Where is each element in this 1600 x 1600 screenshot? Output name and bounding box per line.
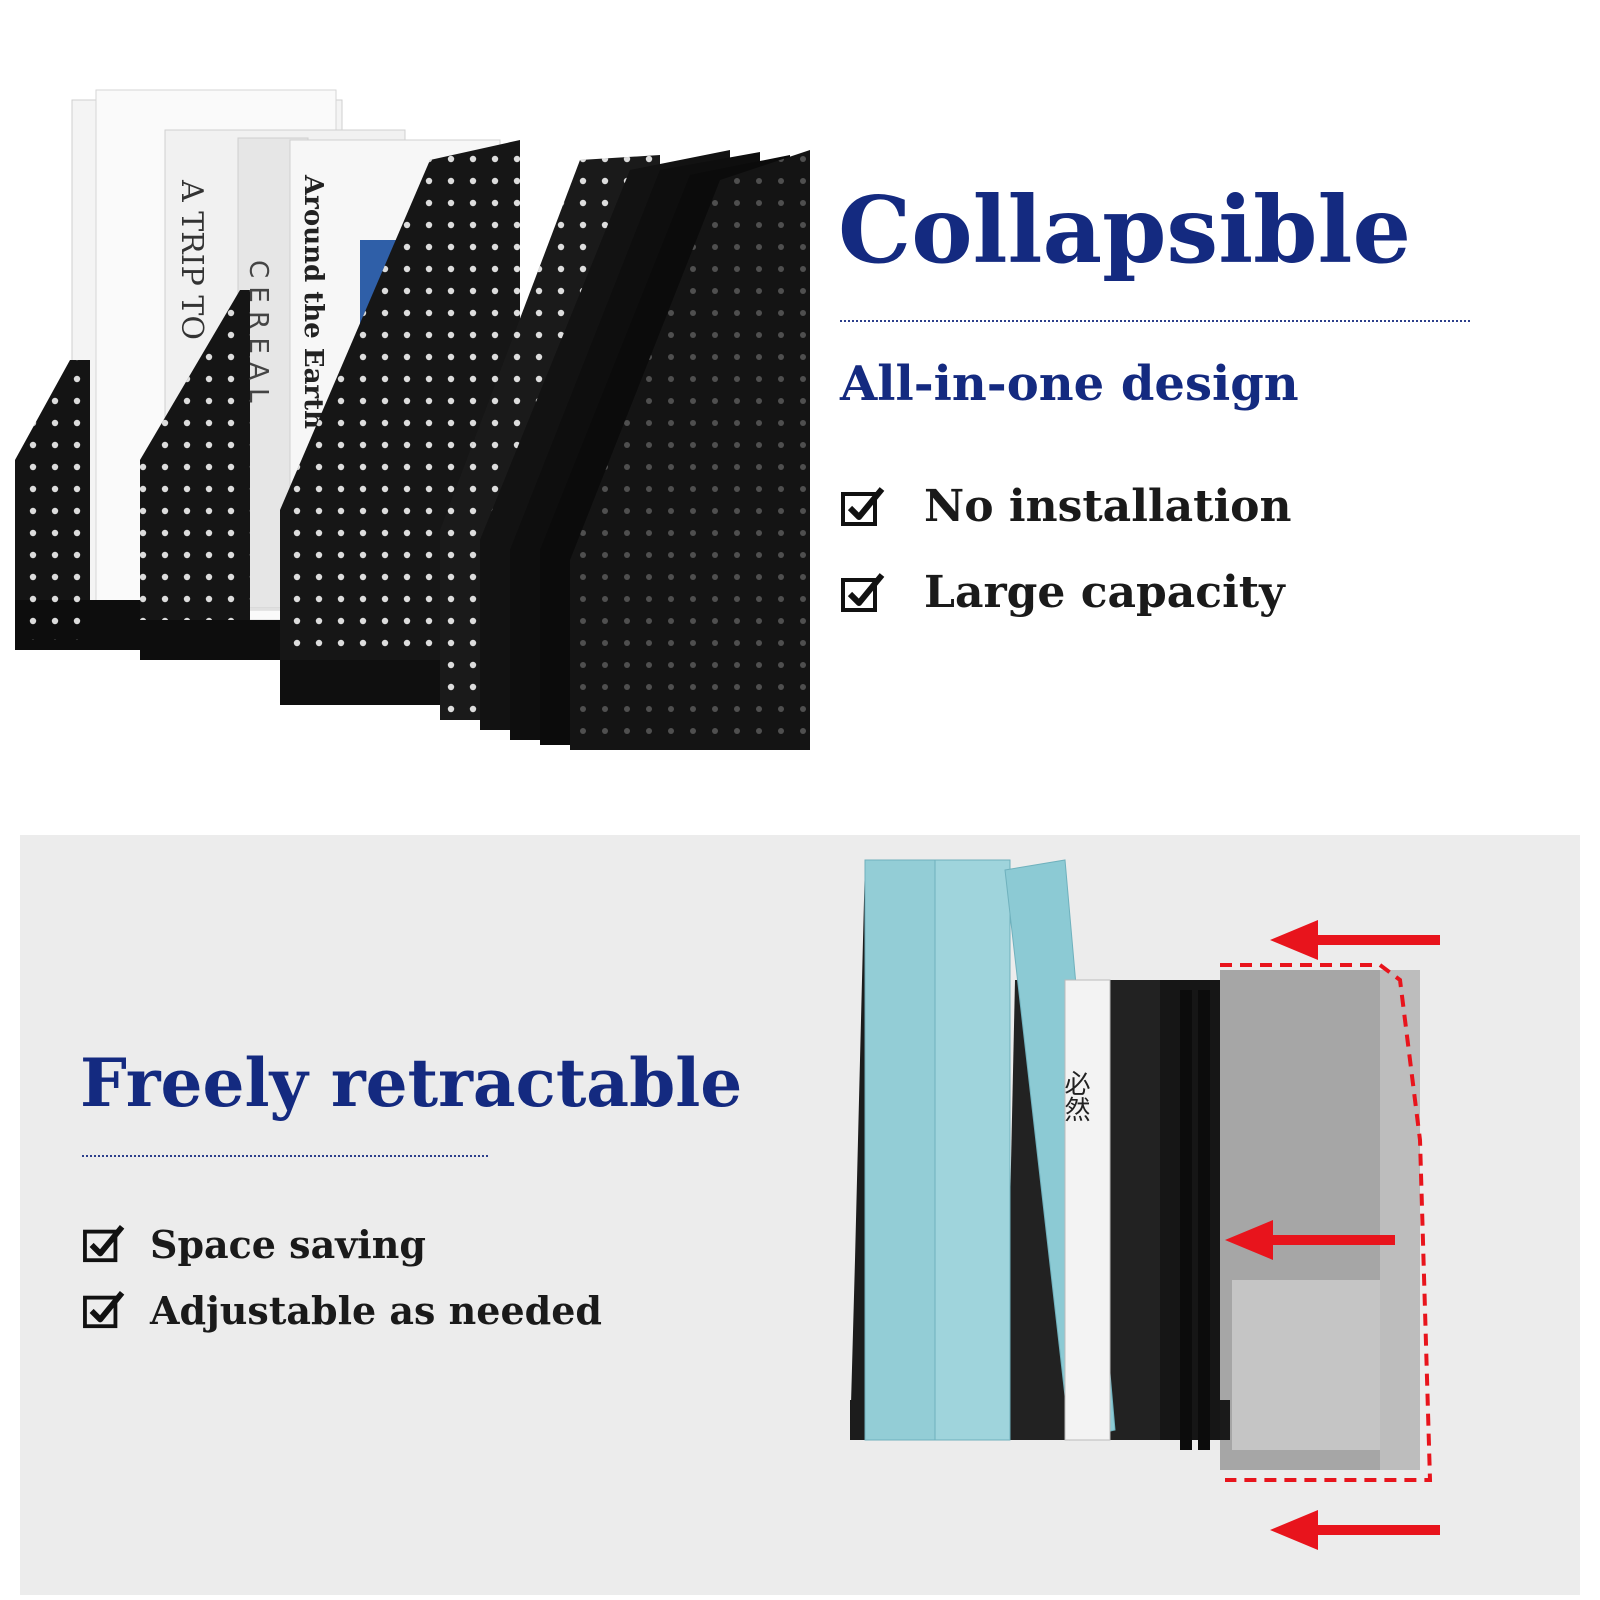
dashed-extension-outline: [1220, 963, 1433, 1482]
feature-text-no-installation: No installation: [924, 481, 1292, 532]
feature-text-large-capacity: Large capacity: [924, 567, 1285, 618]
divider-bottom: [82, 1155, 488, 1157]
feature-text-adjustable: Adjustable as needed: [150, 1288, 602, 1333]
headline-collapsible: Collapsible: [838, 176, 1411, 284]
arrow-left-icon: [1270, 1510, 1440, 1550]
divider-top: [840, 320, 1470, 322]
checkbox-checked-icon: [841, 487, 885, 526]
book-chinese: 必然: [1060, 979, 1111, 1441]
checkbox-checked-icon: [83, 1225, 125, 1263]
product-image-organizer-retractable: 必然: [850, 859, 1440, 1550]
arrow-left-icon: [1270, 920, 1440, 960]
headline-freely-retractable: Freely retractable: [80, 1044, 743, 1122]
product-image-organizer-collapsed: A TRIP TO C E R E A L Around the Earth: [15, 89, 810, 750]
ghost-extended-section: [1220, 970, 1420, 1470]
subheadline-all-in-one: All-in-one design: [840, 356, 1299, 412]
book-title-1: A TRIP TO: [174, 179, 209, 340]
arrow-left-icon: [1225, 1220, 1395, 1260]
checkbox-checked-icon: [841, 573, 885, 612]
feature-text-space-saving: Space saving: [150, 1222, 426, 1267]
book-title-3: Around the Earth: [298, 174, 328, 429]
book-chinese-title: 必然: [1060, 1070, 1090, 1122]
organizer-collapsed: [440, 150, 810, 750]
binders: [864, 859, 1116, 1441]
checkbox-checked-icon: [83, 1291, 125, 1329]
